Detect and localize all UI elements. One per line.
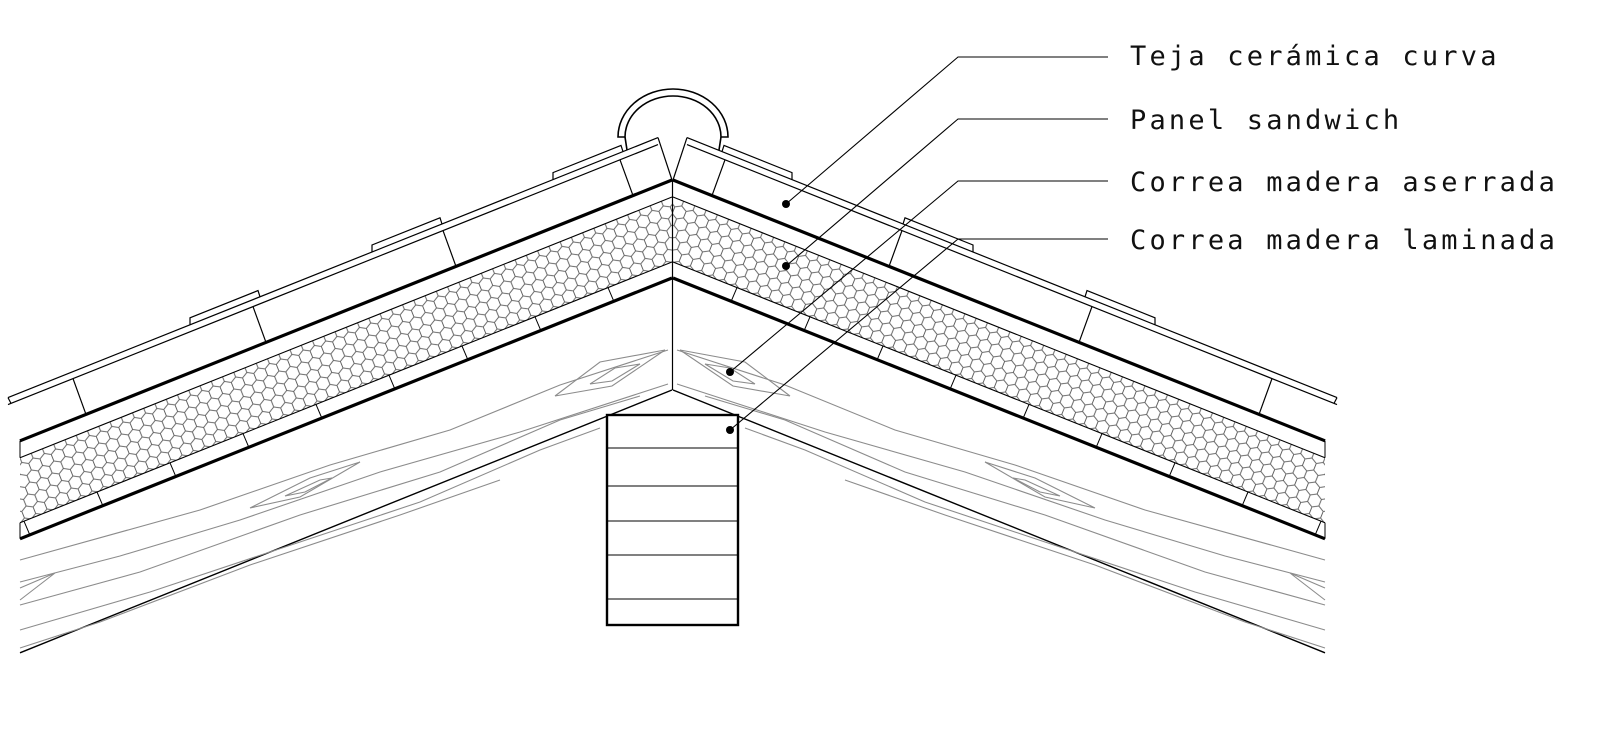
rafter-bottom-edge: [19, 389, 673, 654]
panel-inner-line: [19, 196, 673, 459]
leader-dot: [782, 200, 790, 208]
tile-overlap-lip: [552, 144, 624, 180]
label-panel: Panel sandwich: [1130, 105, 1402, 136]
label-tile: Teja cerámica curva: [1130, 41, 1500, 72]
tile-end: [7, 397, 12, 404]
panel-joint-tick: [242, 433, 250, 448]
label-laminated-purlin: Correa madera laminada: [1130, 225, 1558, 256]
wood-grain-line: [19, 572, 56, 601]
tile-ridge-cut: [657, 137, 673, 181]
tile-support-leg: [442, 230, 457, 267]
leader-laminated-purlin: [729, 238, 1108, 431]
roof-slope-left: [7, 137, 673, 654]
leader-dot: [782, 262, 790, 270]
panel-insulation-core: [20, 197, 672, 523]
tile-support-leg: [72, 378, 87, 415]
wood-grain-line: [19, 427, 601, 631]
tile-bottom-line: [7, 144, 659, 406]
panel-joint-tick: [23, 521, 31, 536]
wood-grain-line: [19, 395, 641, 606]
tile-overlap-lip: [371, 217, 443, 252]
wood-grain-line: [19, 383, 669, 583]
panel-joint-tick: [96, 491, 104, 507]
wood-grain-line: [19, 479, 501, 649]
panel-joint-tick: [315, 404, 323, 419]
panel-joint-tick: [169, 462, 177, 478]
leader-panel: [785, 118, 1108, 267]
tile-top-line: [7, 137, 659, 399]
wood-grain-line: [554, 349, 666, 397]
laminated-timber-beam: [605, 413, 740, 627]
tile-support-leg: [619, 159, 634, 196]
leader-tile: [785, 56, 1108, 205]
panel-bottom-sheet: [19, 276, 673, 541]
leader-sawn-purlin: [729, 180, 1108, 373]
panel-top-sheet: [19, 178, 673, 443]
leader-dot: [726, 426, 734, 434]
panel-joint-tick: [388, 375, 396, 390]
leader-dots: [726, 200, 790, 434]
wood-grain-line: [589, 363, 641, 385]
roof-slope-right: [671, 136, 1339, 655]
tile-overlap-lip: [189, 289, 261, 325]
label-sawn-purlin: Correa madera aserrada: [1130, 167, 1558, 198]
panel-bottom-line: [19, 261, 673, 524]
leader-dot: [726, 368, 734, 376]
panel-joint-tick: [534, 316, 542, 332]
panel-joint-tick: [607, 287, 615, 302]
panel-joint-tick: [461, 345, 469, 361]
ridge-cap-tile: [617, 88, 729, 151]
wood-grain-line: [249, 461, 361, 509]
tile-support-leg: [252, 306, 267, 343]
leader-lines: [729, 56, 1108, 431]
wood-grain-line: [284, 477, 333, 497]
